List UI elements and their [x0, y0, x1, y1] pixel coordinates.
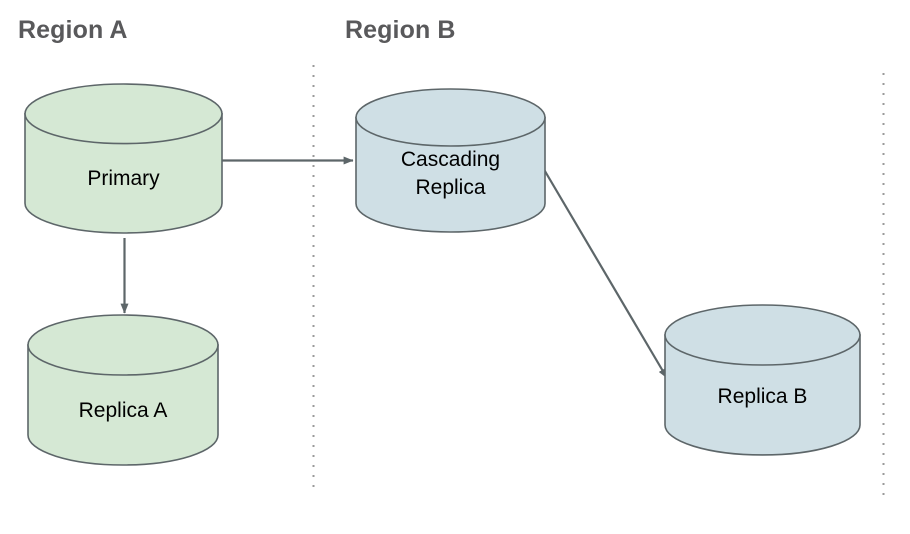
primary-cylinder-body — [24, 113, 223, 234]
node-primary[interactable] — [24, 83, 223, 234]
region-label-a: Region A — [18, 16, 128, 44]
replica-b-cylinder-top — [664, 304, 861, 366]
replica-a-cylinder-body — [27, 344, 219, 466]
primary-cylinder-top — [24, 83, 223, 145]
node-replica-a[interactable] — [27, 314, 219, 466]
cascading-replica-cylinder-body — [355, 116, 546, 233]
node-replica-b[interactable] — [664, 304, 861, 456]
edge-cascading-replica-to-replica-b — [538, 160, 668, 379]
cascading-replica-cylinder-top — [355, 88, 546, 147]
node-cascading-replica[interactable] — [355, 88, 546, 233]
replica-b-cylinder-body — [664, 334, 861, 456]
region-label-b: Region B — [345, 16, 456, 44]
replica-a-cylinder-top — [27, 314, 219, 376]
